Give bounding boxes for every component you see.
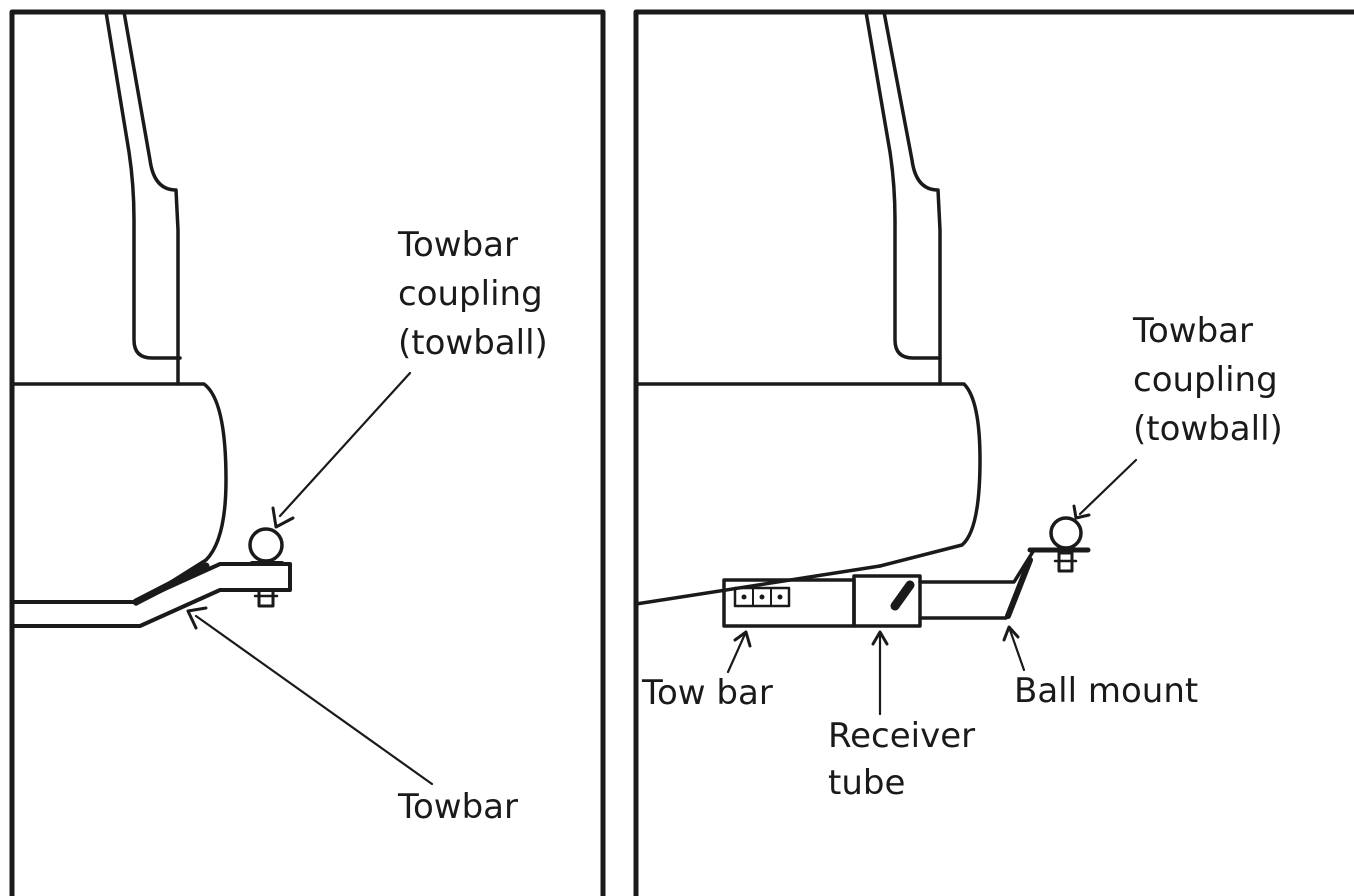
right-vehicle-pillar xyxy=(864,10,942,360)
right-receiver-arrowhead xyxy=(871,630,889,646)
left-coupling-label-line1: Towbar xyxy=(397,225,518,265)
right-receiver-tube xyxy=(852,574,922,628)
right-ball-mount-arrowhead xyxy=(1002,625,1020,642)
right-panel-frame xyxy=(633,9,1354,896)
left-bumper xyxy=(10,382,228,606)
left-vehicle-pillar xyxy=(104,10,182,360)
right-coupling-label-line3: (towball) xyxy=(1133,409,1283,449)
right-receiver-pin xyxy=(890,580,915,611)
left-towbar-leader xyxy=(194,614,434,786)
right-ball-mount-label: Ball mount xyxy=(1014,671,1198,711)
left-coupling-label-line3: (towball) xyxy=(398,323,548,363)
right-coupling-leader xyxy=(1078,458,1138,516)
right-receiver-label-line1: Receiver xyxy=(828,716,975,756)
right-ball-mount-leader xyxy=(1008,628,1026,672)
right-tail-light xyxy=(882,10,942,386)
right-tow-bar-leader xyxy=(726,632,747,674)
right-coupling-label-line1: Towbar xyxy=(1132,311,1253,351)
left-panel-frame xyxy=(9,9,606,896)
left-towbar-arrowhead xyxy=(186,606,208,630)
right-bolt-plate xyxy=(733,586,791,608)
left-labels: Towbar coupling (towball) Towbar xyxy=(397,225,548,827)
left-coupling-arrowhead xyxy=(271,506,295,529)
right-towball-icon xyxy=(1049,516,1083,550)
right-labels: Towbar coupling (towball) Tow bar Receiv… xyxy=(641,311,1283,803)
left-towbar-weld xyxy=(132,562,210,606)
right-panel xyxy=(633,9,1354,896)
right-receiver-label-line2: tube xyxy=(828,763,905,803)
right-tow-bar-label: Tow bar xyxy=(641,673,773,713)
right-coupling-label-line2: coupling xyxy=(1133,360,1278,400)
right-ball-mount-weld xyxy=(1005,557,1033,619)
left-towball-bolt xyxy=(257,588,275,608)
left-tail-light xyxy=(122,10,180,386)
right-tow-bar-arrowhead xyxy=(733,630,752,648)
left-coupling-leader xyxy=(278,371,412,518)
left-panel xyxy=(9,9,606,896)
left-towbar-label: Towbar xyxy=(397,787,518,827)
right-bumper xyxy=(634,382,982,568)
left-coupling-label-line2: coupling xyxy=(398,274,543,314)
right-vehicle-underside xyxy=(634,564,882,606)
left-towball-icon xyxy=(248,527,284,563)
right-coupling-arrowhead xyxy=(1072,504,1091,520)
